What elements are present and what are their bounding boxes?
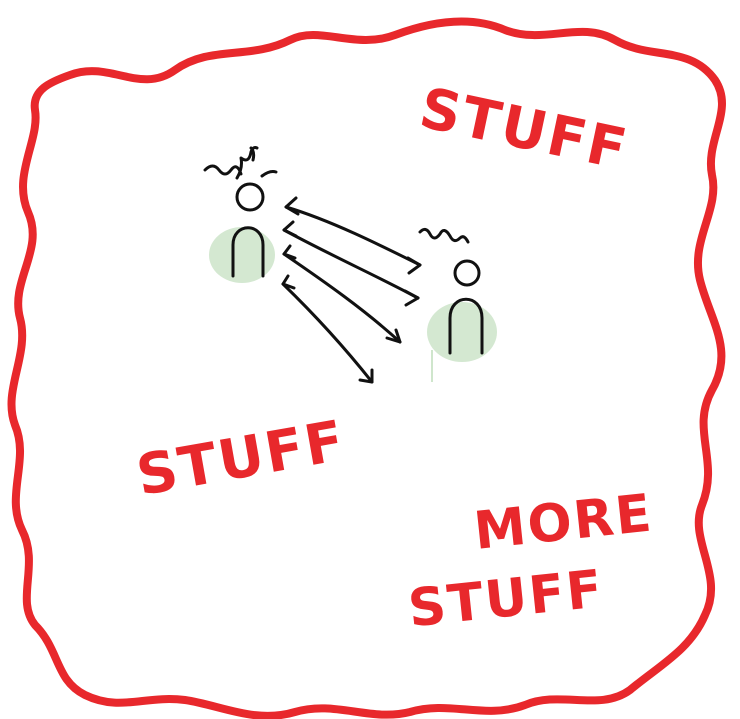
arrow-2 (284, 230, 418, 298)
arrow-1 (286, 207, 420, 265)
label-more-stuff: STUFF (405, 559, 606, 639)
person-right (420, 229, 497, 382)
arrow-1-head-a (286, 198, 298, 214)
person-right-head (455, 261, 479, 285)
person-right-hair (420, 229, 468, 242)
label-left: STUFF (132, 408, 351, 509)
label-more: MORE (471, 483, 656, 561)
arrow-1-head-b (408, 258, 420, 273)
person-left-head (237, 184, 263, 210)
communication-arrows (283, 198, 420, 382)
arrow-4 (283, 284, 372, 382)
arrow-2-head-a (284, 222, 296, 236)
arrow-3 (284, 254, 400, 342)
person-left-shadow (209, 227, 275, 283)
arrow-2-head-b (405, 291, 418, 305)
label-top-right: STUFF (414, 76, 633, 183)
person-right-shadow (427, 302, 497, 362)
person-left-hair (205, 148, 276, 179)
person-left (205, 148, 276, 284)
